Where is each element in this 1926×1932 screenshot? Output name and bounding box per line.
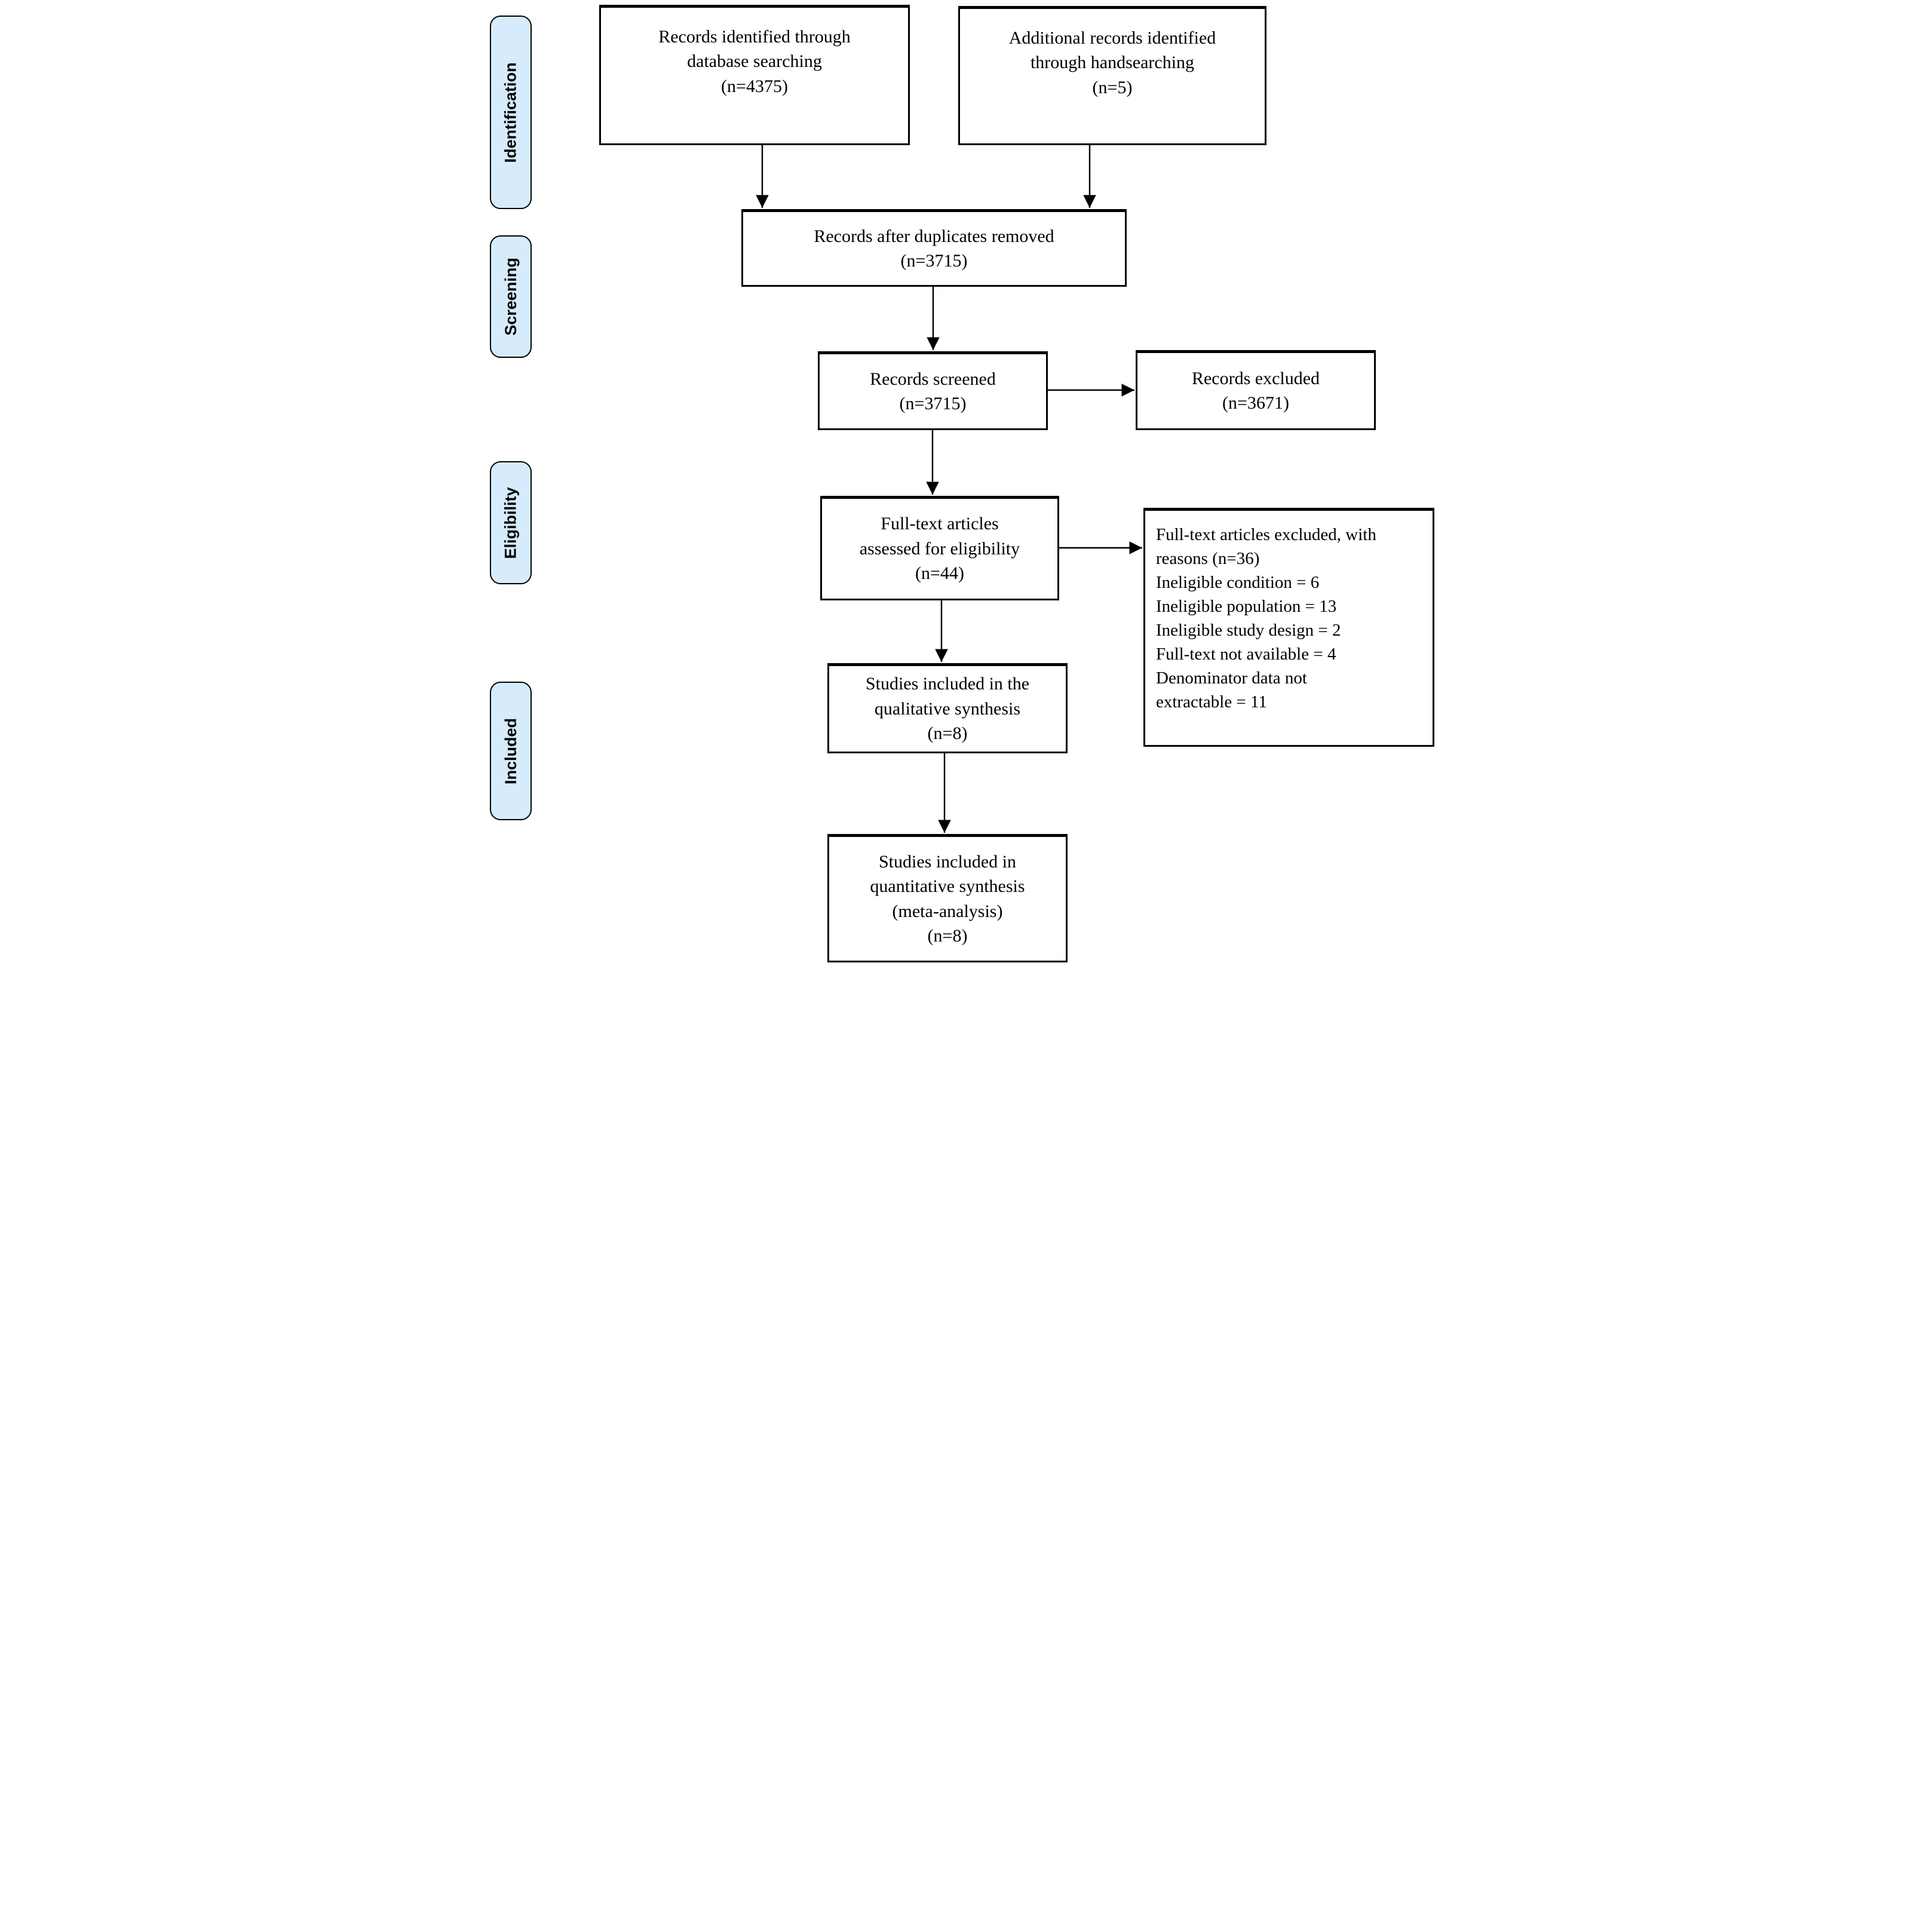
box-fulltext-excluded-reasons-text: Full-text articles excluded, with reason…	[1156, 525, 1376, 712]
stage-label-eligibility-text: Eligibility	[501, 486, 520, 559]
stage-label-identification-text: Identification	[501, 62, 520, 162]
box-duplicates-removed-text: Records after duplicates removed (n=3715…	[814, 226, 1054, 271]
box-fulltext-assessed: Full-text articles assessed for eligibil…	[820, 496, 1059, 600]
stage-label-screening-text: Screening	[501, 257, 520, 336]
box-records-identified: Records identified through database sear…	[599, 5, 910, 145]
stage-label-screening: Screening	[490, 235, 532, 358]
box-quantitative-synthesis-text: Studies included in quantitative synthes…	[870, 851, 1025, 946]
box-records-excluded-text: Records excluded (n=3671)	[1191, 368, 1320, 413]
box-fulltext-excluded-reasons: Full-text articles excluded, with reason…	[1143, 508, 1434, 747]
box-records-screened: Records screened (n=3715)	[818, 351, 1048, 430]
stage-label-included: Included	[490, 682, 532, 820]
box-additional-records-text: Additional records identified through ha…	[1008, 28, 1216, 97]
box-records-screened-text: Records screened (n=3715)	[870, 369, 996, 413]
box-additional-records: Additional records identified through ha…	[958, 6, 1266, 145]
prisma-flow-diagram: Identification Screening Eligibility Inc…	[481, 0, 1444, 966]
box-fulltext-assessed-text: Full-text articles assessed for eligibil…	[859, 514, 1020, 584]
box-quantitative-synthesis: Studies included in quantitative synthes…	[827, 834, 1068, 962]
box-duplicates-removed: Records after duplicates removed (n=3715…	[741, 209, 1127, 287]
box-records-identified-text: Records identified through database sear…	[658, 27, 851, 96]
stage-label-eligibility: Eligibility	[490, 461, 532, 584]
box-qualitative-synthesis: Studies included in the qualitative synt…	[827, 663, 1068, 753]
box-records-excluded: Records excluded (n=3671)	[1136, 350, 1376, 430]
stage-label-identification: Identification	[490, 16, 532, 209]
stage-label-included-text: Included	[501, 717, 520, 784]
box-qualitative-synthesis-text: Studies included in the qualitative synt…	[865, 674, 1030, 744]
